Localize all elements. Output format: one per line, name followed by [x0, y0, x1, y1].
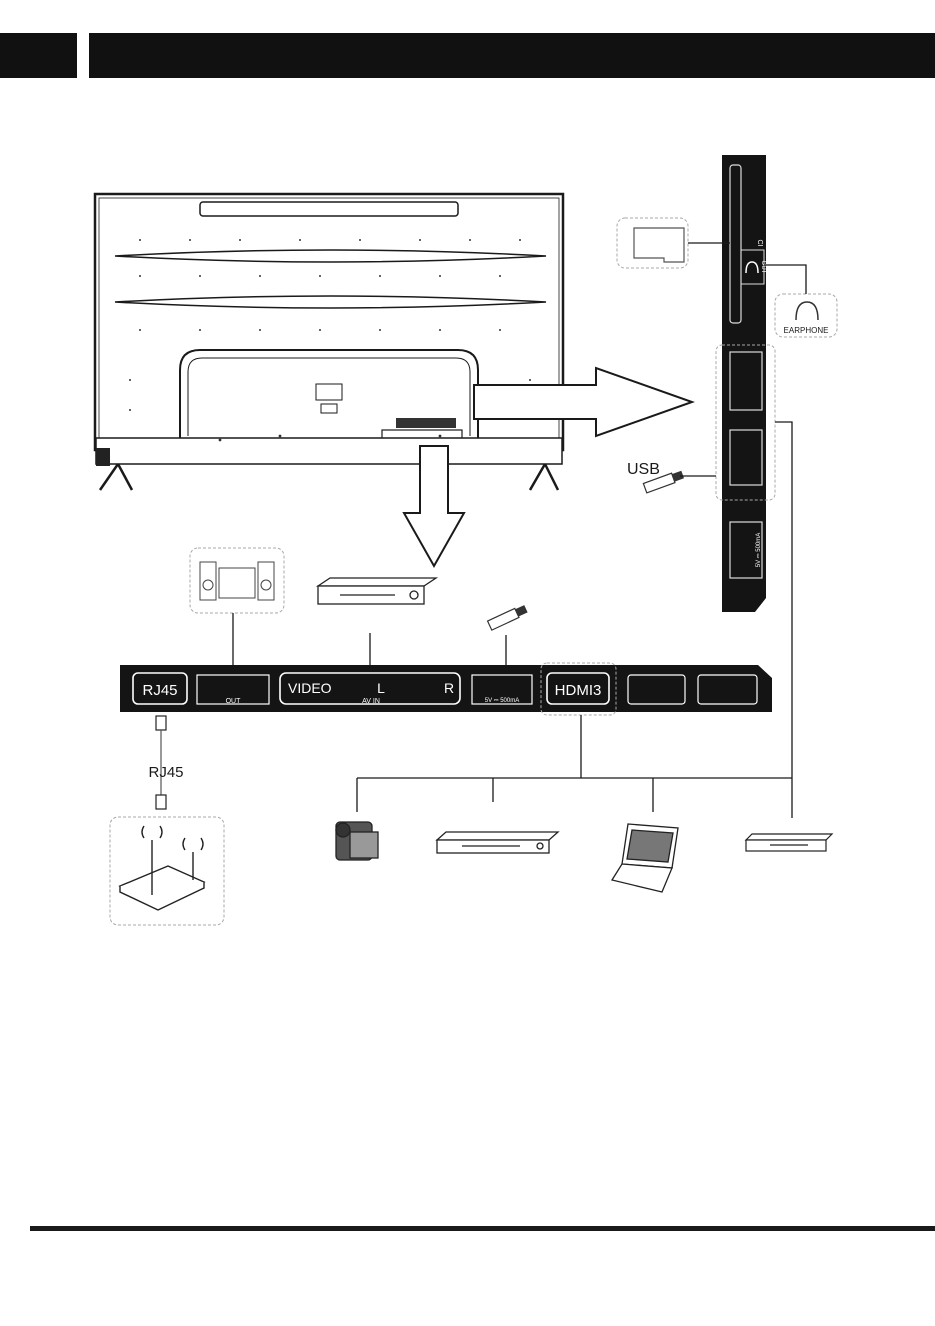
camcorder-icon [336, 822, 378, 860]
earphone-icon [796, 302, 818, 320]
rj45-plug-bottom [156, 795, 166, 809]
usb-stick-icon-bottom [488, 604, 528, 630]
set-top-box-icon [437, 832, 558, 853]
ci-label: CI [756, 240, 763, 247]
video-label: VIDEO [288, 680, 332, 696]
footer-rule [30, 1226, 935, 1231]
usb-side-label: USB [627, 461, 660, 478]
out-side-label: OUT [760, 261, 766, 274]
router-icon [120, 826, 204, 910]
rj45-cable-label: RJ45 [148, 764, 183, 781]
rj45-port-label: RJ45 [142, 682, 177, 699]
tv-back-icon [95, 194, 563, 490]
laptop-icon [612, 824, 678, 892]
rj45-plug-top [156, 716, 166, 730]
earphone-label: EARPHONE [784, 326, 829, 335]
out-bottom-label: OUT [226, 698, 242, 705]
earphone-connector [764, 265, 806, 294]
usb-power-bottom-label: 5V ⎓ 500mA [485, 698, 519, 704]
microsd-card-icon [634, 228, 684, 262]
dvd-player-icon [318, 578, 436, 604]
usb-power-side-label: 5V ⎓ 500mA [756, 533, 762, 567]
right-label: R [444, 680, 454, 696]
hdmi3-label: HDMI3 [555, 682, 602, 699]
av-in-label: AV IN [362, 698, 380, 705]
dvd-player-small-icon [746, 834, 832, 851]
left-label: L [377, 680, 385, 696]
stereo-system-icon [200, 562, 274, 600]
